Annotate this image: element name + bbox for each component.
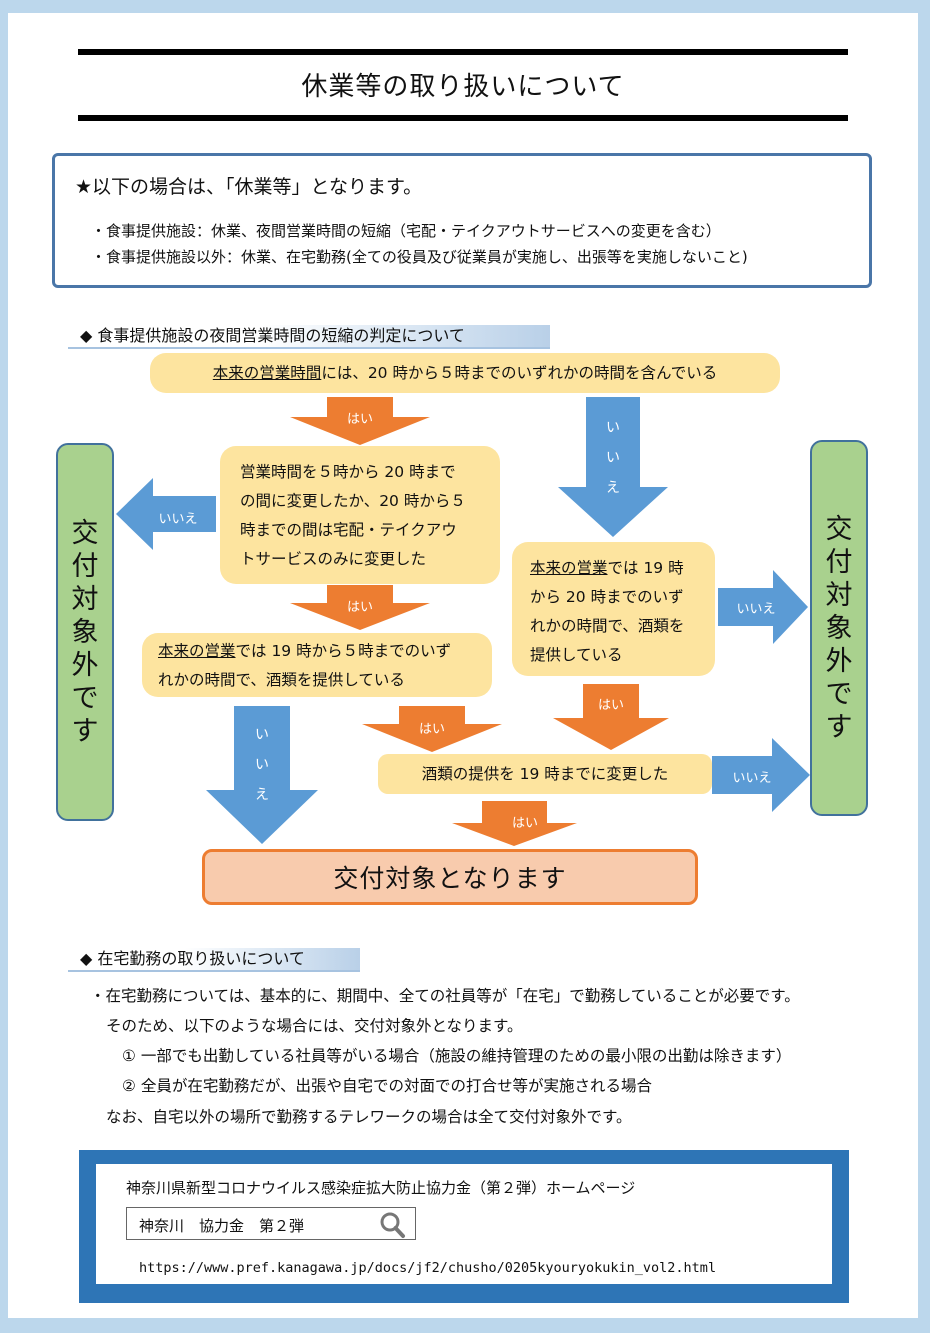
telework-line: そのため、以下のような場合には、交付対象外となります。: [106, 1017, 523, 1035]
yes-label: はい: [418, 722, 445, 737]
yes-arrow-q3: [362, 706, 502, 752]
telework-line: なお、自宅以外の場所で勤務するテレワークの場合は全て交付対象外です。: [106, 1108, 632, 1126]
title-rule-bottom: [78, 115, 848, 121]
magnifier-icon[interactable]: [379, 1211, 407, 1239]
no-arrow-q4: [718, 570, 808, 644]
no-arrow-q3: [206, 706, 318, 844]
eligible-result: 交付対象となります: [202, 849, 698, 905]
q1-underlined: 本来の営業時間: [212, 364, 322, 382]
question-3: 本来の営業では 19 時から５時までのいず れかの時間で、酒類を提供している: [142, 633, 492, 697]
flowchart-heading: ◆ 食事提供施設の夜間営業時間の短縮の判定について: [68, 325, 550, 349]
yes-arrow-q5: [452, 801, 577, 846]
telework-line: ・在宅勤務については、基本的に、期間中、全ての社員等が「在宅」で勤務していること…: [90, 987, 800, 1005]
telework-line: ② 全員が在宅勤務だが、出張や自宅での対面での打合せ等が実施される場合: [122, 1077, 653, 1095]
notice-line: ・食事提供施設：休業、夜間営業時間の短縮（宅配・テイクアウトサービスへの変更を含…: [91, 222, 721, 240]
question-2: 営業時間を５時から 20 時まで の間に変更したか、20 時から５ 時までの間は…: [220, 446, 500, 584]
not-eligible-right: 交付対象外です: [810, 440, 868, 816]
telework-line: ① 一部でも出勤している社員等がいる場合（施設の維持管理のための最小限の出勤は除…: [122, 1047, 792, 1065]
no-label-vertical: いいえ: [255, 727, 269, 803]
no-label: いいえ: [732, 771, 772, 786]
telework-heading: ◆ 在宅勤務の取り扱いについて: [68, 948, 360, 972]
homepage-url[interactable]: https://www.pref.kanagawa.jp/docs/jf2/ch…: [139, 1260, 717, 1276]
yes-arrow-q4: [553, 684, 669, 750]
notice-box: ★以下の場合は、「休業等」となります。 ・食事提供施設：休業、夜間営業時間の短縮…: [52, 153, 872, 288]
notice-heading: ★以下の場合は、「休業等」となります。: [75, 176, 423, 198]
no-arrow-q1: [558, 397, 668, 537]
yes-label: はい: [346, 600, 373, 615]
no-label-vertical: いいえ: [606, 420, 620, 496]
question-4: 本来の営業では 19 時 から 20 時までのいず れかの時間で、酒類を 提供し…: [512, 542, 715, 676]
q1-text: には、20 時から５時までのいずれかの時間を含んでいる: [321, 364, 718, 382]
no-arrow-q5: [712, 738, 810, 812]
homepage-info-box: 神奈川県新型コロナウイルス感染症拡大防止協力金（第２弾）ホームページ 神奈川 協…: [79, 1150, 849, 1303]
no-label: いいえ: [158, 512, 198, 527]
question-1: 本来の営業時間には、20 時から５時までのいずれかの時間を含んでいる: [150, 353, 780, 393]
search-box[interactable]: 神奈川 協力金 第２弾: [126, 1207, 416, 1240]
page-title: 休業等の取り扱いについて: [301, 72, 625, 102]
yes-label: はい: [346, 412, 373, 427]
yes-arrow-q2: [290, 585, 430, 630]
yes-label: はい: [597, 698, 624, 713]
no-arrow-q2: [116, 478, 216, 550]
not-eligible-left-label: 交付対象外です: [71, 517, 99, 747]
homepage-info-inner: 神奈川県新型コロナウイルス感染症拡大防止協力金（第２弾）ホームページ 神奈川 協…: [96, 1164, 832, 1284]
not-eligible-left: 交付対象外です: [56, 443, 114, 821]
yes-label: はい: [511, 816, 538, 831]
not-eligible-right-label: 交付対象外です: [825, 513, 853, 743]
homepage-title: 神奈川県新型コロナウイルス感染症拡大防止協力金（第２弾）ホームページ: [126, 1179, 636, 1197]
notice-line: ・食事提供施設以外：休業、在宅勤務(全ての役員及び従業員が実施し、出張等を実施し…: [91, 248, 748, 266]
yes-arrow-q1: [290, 397, 430, 445]
title-rule-top: [78, 49, 848, 55]
search-text: 神奈川 協力金 第２弾: [139, 1217, 305, 1235]
no-label: いいえ: [736, 602, 776, 617]
question-5: 酒類の提供を 19 時までに変更した: [378, 754, 712, 794]
